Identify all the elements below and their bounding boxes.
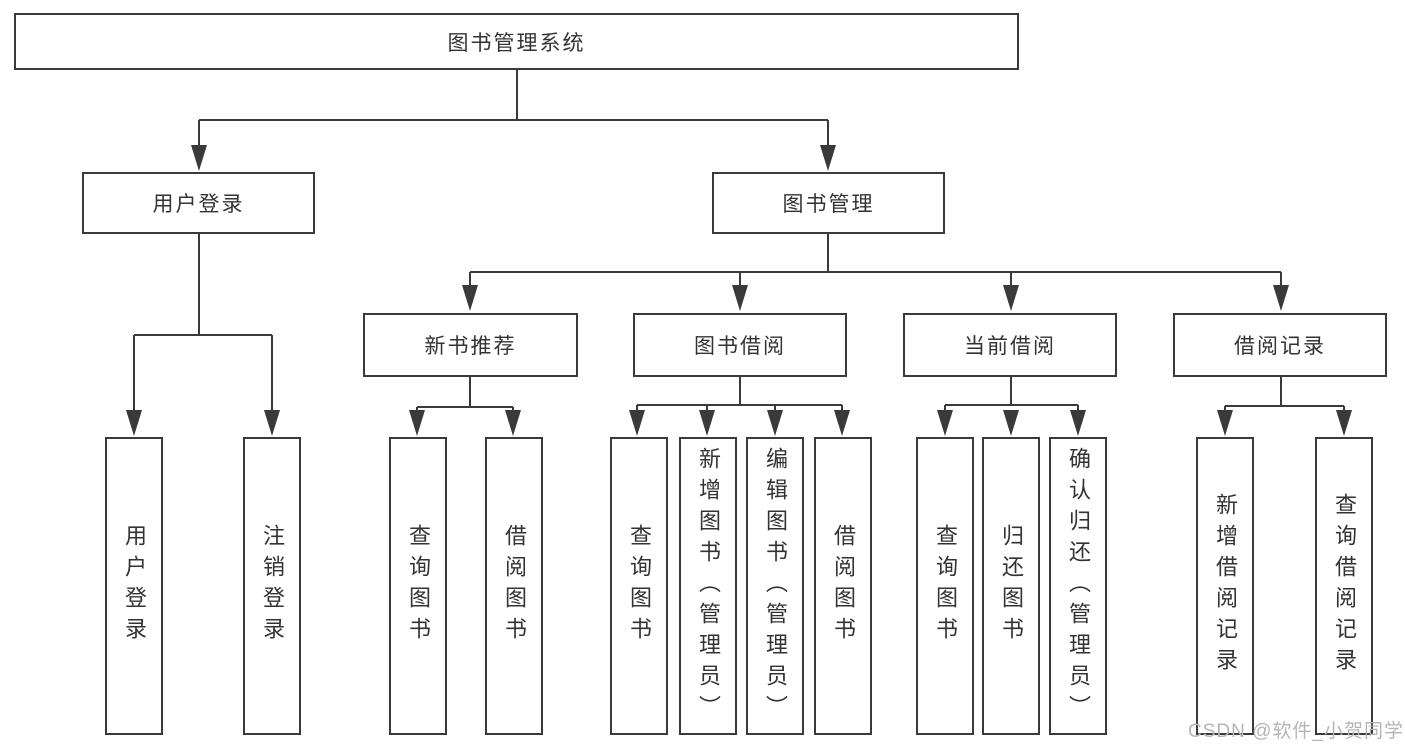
node-label: 新增图书（管理员） — [696, 446, 721, 726]
node-edit-books-admin: 编辑图书（管理员） — [746, 437, 804, 735]
node-label: 图书管理系统 — [447, 31, 586, 55]
node-user-login: 用户登录 — [82, 172, 315, 234]
node-new-book-recommend: 新书推荐 — [363, 313, 578, 377]
node-query-books-current: 查询图书 — [916, 437, 974, 735]
node-label: 当前借阅 — [964, 335, 1056, 358]
node-label: 查询图书 — [406, 524, 431, 648]
node-return-books: 归还图书 — [982, 437, 1040, 735]
node-add-books-admin: 新增图书（管理员） — [679, 437, 737, 735]
node-label: 查询借阅记录 — [1332, 493, 1357, 679]
node-query-books-borrow: 查询图书 — [610, 437, 668, 735]
node-borrow-books: 借阅图书 — [814, 437, 872, 735]
arrowhead-icons — [126, 145, 1352, 436]
node-label: 新增借阅记录 — [1213, 493, 1238, 679]
node-label: 编辑图书（管理员） — [763, 446, 788, 726]
node-label: 借阅图书 — [831, 524, 856, 648]
node-borrow-records: 借阅记录 — [1173, 313, 1387, 377]
node-add-borrow-record: 新增借阅记录 — [1196, 437, 1254, 735]
node-label: 查询图书 — [627, 524, 652, 648]
node-query-books-recommend: 查询图书 — [389, 437, 447, 735]
node-label: 用户登录 — [152, 193, 245, 216]
node-user-login-leaf: 用户登录 — [105, 437, 163, 735]
node-label: 归还图书 — [999, 524, 1024, 648]
node-label: 新书推荐 — [424, 335, 517, 358]
node-confirm-return-admin: 确认归还（管理员） — [1049, 437, 1107, 735]
node-label: 用户登录 — [122, 524, 147, 648]
node-label: 图书管理 — [782, 193, 875, 216]
csdn-watermark: CSDN @软件_小贺同学 — [1188, 721, 1404, 742]
node-label: 查询图书 — [933, 524, 958, 648]
node-label: 注销登录 — [260, 524, 285, 648]
node-label: 确认归还（管理员） — [1066, 446, 1091, 726]
node-label: 借阅记录 — [1234, 335, 1326, 358]
node-label: 借阅图书 — [502, 524, 527, 648]
node-book-management: 图书管理 — [712, 172, 945, 234]
node-logout: 注销登录 — [243, 437, 301, 735]
node-library-management-system: 图书管理系统 — [14, 13, 1019, 70]
node-label: 图书借阅 — [694, 335, 786, 358]
node-current-borrow: 当前借阅 — [903, 313, 1117, 377]
node-query-borrow-record: 查询借阅记录 — [1315, 437, 1373, 735]
node-book-borrow: 图书借阅 — [633, 313, 847, 377]
node-borrow-books-recommend: 借阅图书 — [485, 437, 543, 735]
